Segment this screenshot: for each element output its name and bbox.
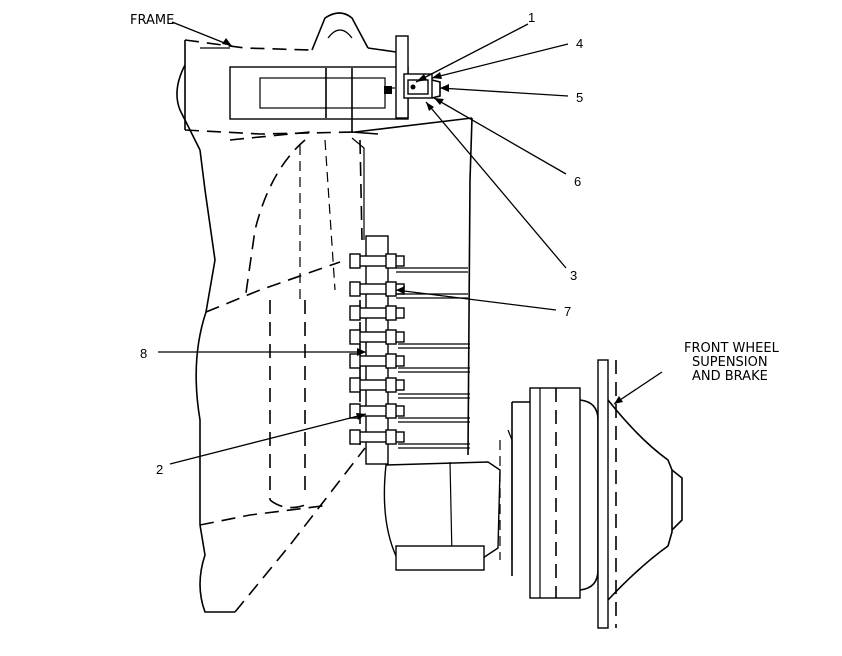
- front-wheel-label-line1: FRONT WHEEL: [684, 341, 780, 356]
- callout-2: 2: [156, 462, 163, 477]
- column-housing: [351, 117, 473, 456]
- bolt-column: [349, 235, 470, 465]
- callout-8: 8: [140, 346, 147, 361]
- bolt: [349, 253, 405, 269]
- bolt: [349, 305, 405, 321]
- wheel-hub: [499, 359, 683, 629]
- leader-lines: [158, 21, 663, 465]
- bolt: [349, 429, 405, 445]
- frame-label: FRAME: [130, 13, 174, 28]
- callout-3: 3: [570, 268, 577, 283]
- callout-5: 5: [576, 90, 583, 105]
- front-wheel-label-line2: SUPENSION: [692, 355, 768, 370]
- callout-4: 4: [576, 36, 583, 51]
- front-wheel-label-line3: AND BRAKE: [692, 369, 768, 384]
- bolt: [349, 329, 405, 345]
- cylinder-assembly: [229, 35, 441, 120]
- callout-7: 7: [564, 304, 571, 319]
- bolt: [349, 403, 405, 419]
- spindle-housing: [383, 461, 501, 571]
- frame-structure: [176, 12, 397, 613]
- bolt: [349, 281, 405, 297]
- bolt: [349, 353, 405, 369]
- callout-1: 1: [528, 10, 535, 25]
- bolt: [349, 377, 405, 393]
- callout-6: 6: [574, 174, 581, 189]
